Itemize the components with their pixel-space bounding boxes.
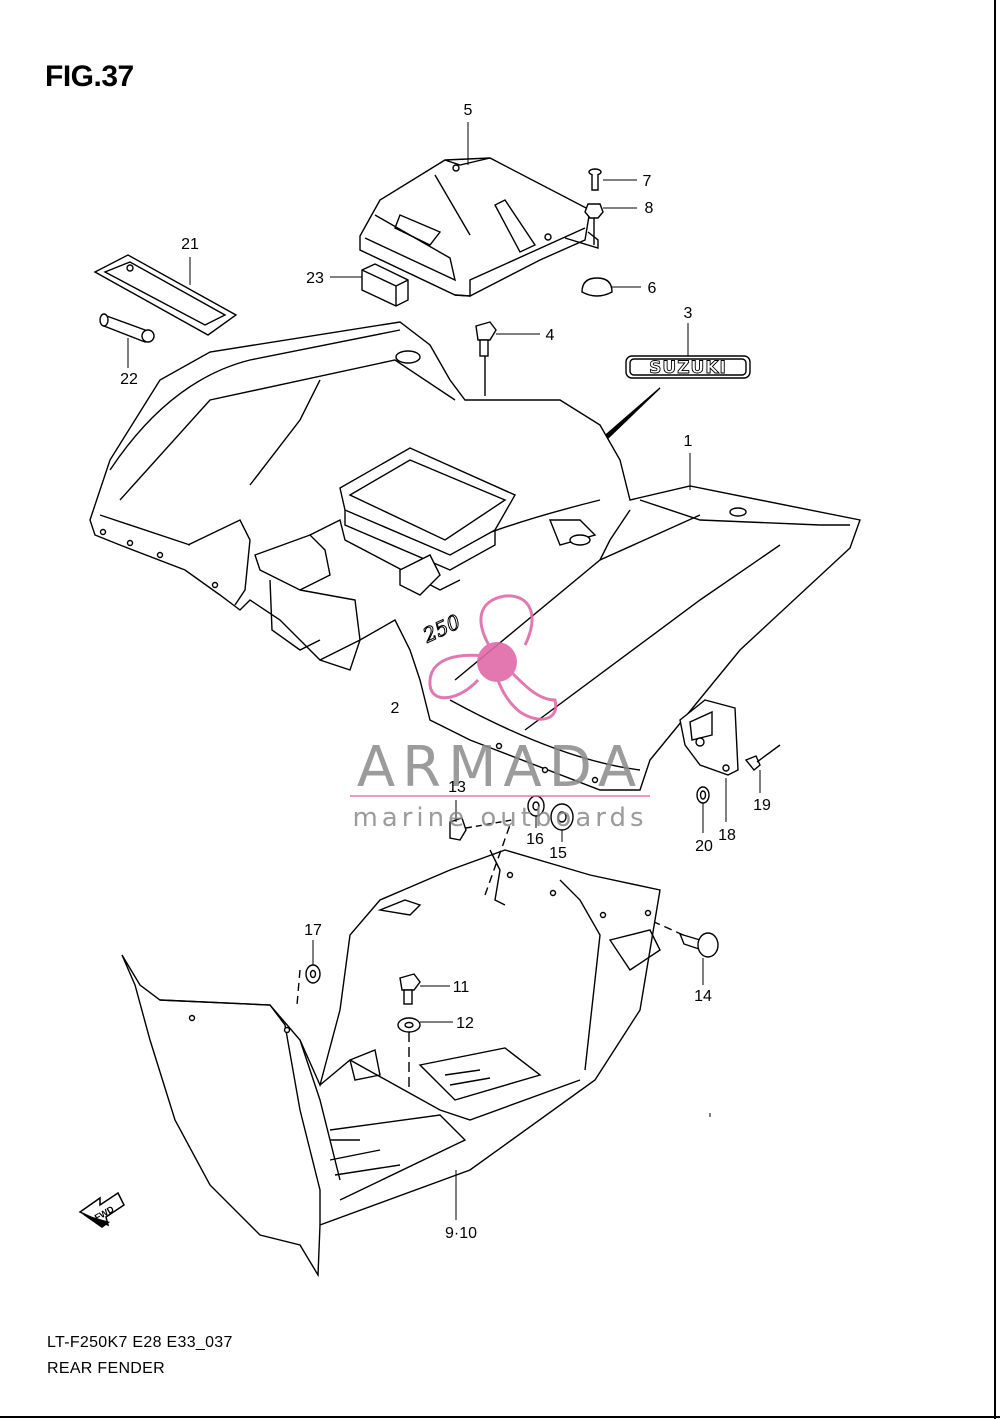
label-19: 19	[753, 797, 771, 814]
label-18: 18	[718, 827, 736, 844]
label-7: 7	[643, 173, 652, 190]
part-7-screw	[588, 168, 602, 191]
propeller-logo-icon	[428, 594, 558, 721]
part-15-grommet	[550, 803, 574, 831]
part-21-plate	[93, 254, 238, 336]
label-3: 3	[684, 305, 693, 322]
label-16: 16	[526, 831, 544, 848]
label-5: 5	[464, 102, 473, 119]
figure-title: FIG.37	[45, 60, 134, 93]
watermark-brand: ARMADA	[357, 735, 643, 800]
watermark: ARMADA marine outboards	[350, 594, 650, 833]
leader-lines	[127, 122, 761, 1220]
forward-arrow-icon: FWD	[78, 1191, 125, 1228]
label-8: 8	[645, 200, 654, 217]
part-3-emblem: SUZUKI	[598, 355, 751, 441]
watermark-tagline: marine outboards	[352, 803, 647, 833]
part-20-washer	[696, 786, 710, 804]
part-5-cover	[359, 157, 599, 297]
label-9-10: 9·10	[445, 1225, 477, 1242]
emblem-text: SUZUKI	[649, 358, 727, 378]
label-6: 6	[648, 280, 657, 297]
part-13-rivet	[449, 817, 513, 841]
part-labels: 1 2 3 4 5 6 7 8 9·10 11 12 13 14 15 16 1…	[120, 102, 771, 1242]
label-15: 15	[549, 845, 567, 862]
part-22-pin	[99, 313, 155, 344]
label-20: 20	[695, 838, 713, 855]
label-17: 17	[304, 922, 322, 939]
label-1: 1	[684, 433, 693, 450]
part-19-bolt	[744, 744, 781, 771]
part-16-nut	[527, 795, 545, 817]
label-22: 22	[120, 371, 138, 388]
label-23: 23	[306, 270, 324, 287]
part-9-10-lower-fender	[121, 824, 661, 1278]
part-12-washer	[397, 1017, 421, 1088]
part-23-pad	[361, 263, 409, 307]
label-14: 14	[694, 988, 712, 1005]
diagram-name: REAR FENDER	[47, 1360, 165, 1377]
part-18-bracket	[679, 699, 739, 776]
part-1-rear-fender: 250	[89, 321, 861, 791]
label-11: 11	[453, 979, 470, 996]
label-12: 12	[456, 1015, 474, 1032]
label-4: 4	[546, 327, 555, 344]
part-6-cap	[581, 277, 613, 297]
part-11-bolt	[399, 973, 421, 1005]
label-13: 13	[448, 779, 466, 796]
label-21: 21	[181, 236, 199, 253]
part-17-washer	[296, 964, 321, 1006]
diagram-code: LT-F250K7 E28 E33_037	[47, 1334, 233, 1351]
label-2: 2	[391, 700, 400, 717]
part-8-grommet	[584, 203, 604, 245]
